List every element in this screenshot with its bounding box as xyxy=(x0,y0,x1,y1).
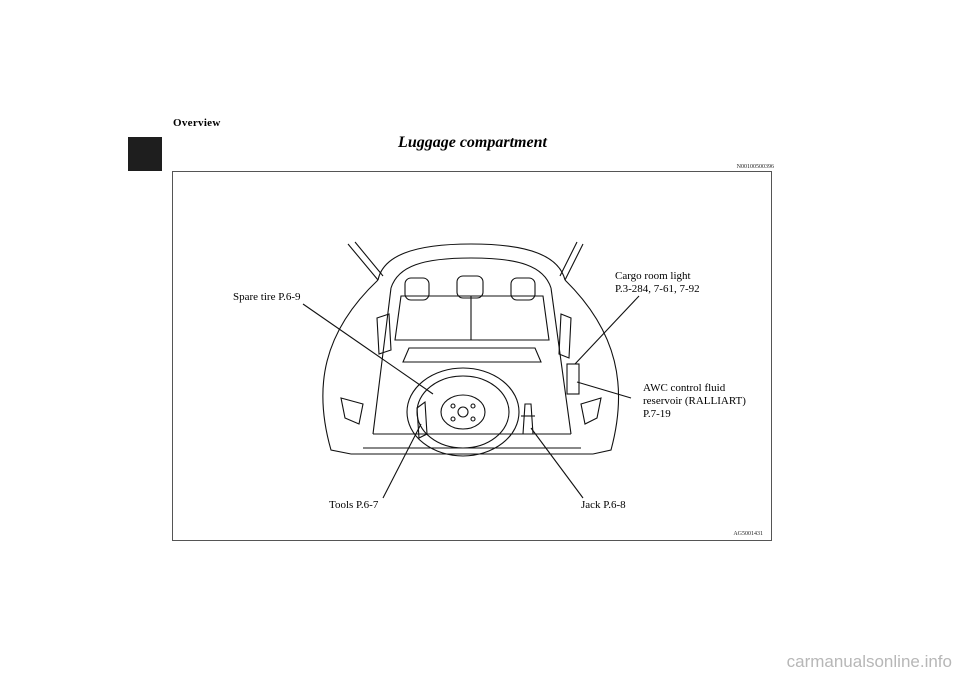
footer-watermark: carmanualsonline.info xyxy=(786,652,952,671)
callout-jack: Jack P.6-8 xyxy=(581,499,626,511)
callout-tools: Tools P.6-7 xyxy=(329,499,379,511)
callout-cargo-room-light: Cargo room light P.3-284, 7-61, 7-92 xyxy=(615,270,700,295)
section-tab-marker xyxy=(128,137,162,171)
figure-code: AG5001431 xyxy=(733,531,763,537)
callout-awc-control-fluid: AWC control fluid reservoir (RALLIART) P… xyxy=(643,382,746,420)
document-code: N00100500396 xyxy=(736,164,774,170)
figure-frame: Cargo room light P.3-284, 7-61, 7-92 Spa… xyxy=(172,171,772,541)
page-title: Luggage compartment xyxy=(398,134,547,151)
callout-spare-tire: Spare tire P.6-9 xyxy=(233,291,301,303)
luggage-compartment-illustration xyxy=(302,241,640,499)
section-label: Overview xyxy=(173,117,221,129)
